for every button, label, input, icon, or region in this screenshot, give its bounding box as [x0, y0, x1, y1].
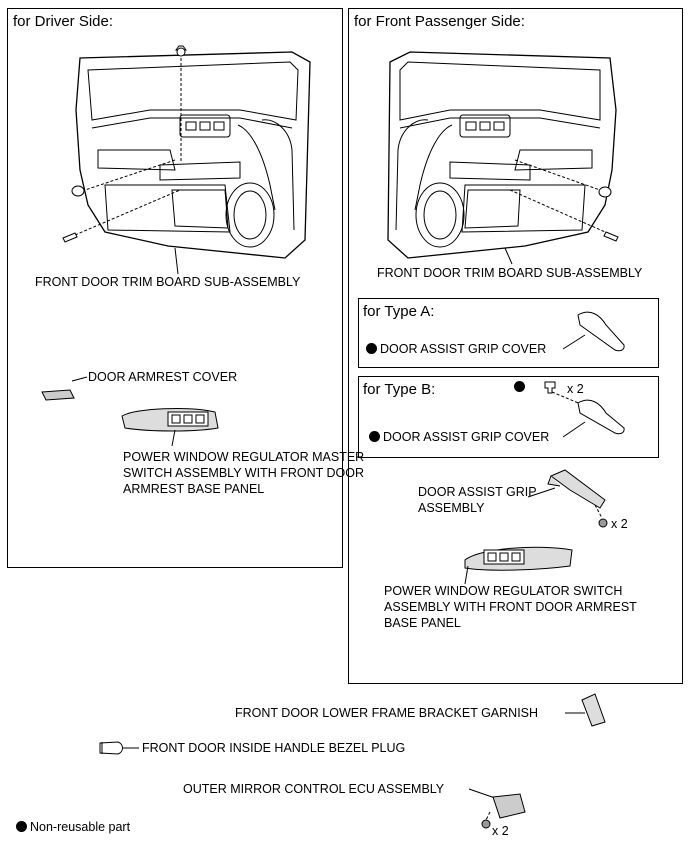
type-b-clip-qty: x 2 — [567, 382, 584, 396]
handle-bezel-plug-label: FRONT DOOR INSIDE HANDLE BEZEL PLUG — [142, 741, 406, 755]
type-a-part-label: DOOR ASSIST GRIP COVER — [366, 342, 546, 357]
legend: Non-reusable part — [16, 820, 130, 835]
type-b-part-label: DOOR ASSIST GRIP COVER — [369, 430, 549, 445]
type-b-header: for Type B: — [363, 381, 436, 398]
assist-grip-label-1: DOOR ASSIST GRIP — [418, 485, 537, 499]
lower-frame-garnish-label: FRONT DOOR LOWER FRAME BRACKET GARNISH — [235, 706, 539, 720]
non-reusable-dot-icon — [16, 821, 27, 832]
passenger-switch-label-1: POWER WINDOW REGULATOR SWITCH — [384, 584, 623, 598]
driver-master-switch — [121, 408, 219, 447]
assist-grip-assembly — [527, 469, 608, 528]
passenger-fasteners — [504, 159, 619, 265]
type-b-grip-cover — [562, 399, 625, 438]
assist-grip-qty: x 2 — [611, 517, 628, 531]
driver-armrest-cover-label: DOOR ARMREST COVER — [88, 370, 238, 384]
driver-master-switch-label-3: ARMREST BASE PANEL — [123, 482, 265, 496]
passenger-switch — [464, 546, 573, 585]
driver-master-switch-label-1: POWER WINDOW REGULATOR MASTER — [123, 450, 365, 464]
type-a-header: for Type A: — [363, 303, 435, 320]
type-a-frame — [358, 298, 659, 368]
type-b-clip-label — [514, 380, 528, 395]
passenger-trim-board-label: FRONT DOOR TRIM BOARD SUB-ASSEMBLY — [377, 266, 643, 280]
non-reusable-dot-icon — [366, 343, 377, 354]
driver-fasteners — [62, 45, 187, 275]
mirror-ecu-label: OUTER MIRROR CONTROL ECU ASSEMBLY — [183, 782, 445, 796]
passenger-switch-label-3: BASE PANEL — [384, 616, 461, 630]
driver-master-switch-label-2: SWITCH ASSEMBLY WITH FRONT DOOR — [123, 466, 364, 480]
driver-door-trim-board — [75, 51, 311, 259]
driver-trim-board-label: FRONT DOOR TRIM BOARD SUB-ASSEMBLY — [35, 275, 301, 289]
mirror-ecu — [468, 788, 526, 829]
handle-bezel-plug — [99, 741, 139, 755]
driver-side-header: for Driver Side: — [13, 13, 114, 30]
non-reusable-dot-icon — [514, 381, 525, 392]
passenger-side-header: for Front Passenger Side: — [354, 13, 525, 30]
passenger-side-frame — [348, 8, 683, 684]
passenger-switch-label-2: ASSEMBLY WITH FRONT DOOR ARMREST — [384, 600, 637, 614]
driver-side-frame — [7, 8, 343, 568]
lower-frame-garnish — [565, 693, 606, 727]
assist-grip-label-2: ASSEMBLY — [418, 501, 485, 515]
mirror-ecu-qty: x 2 — [492, 824, 509, 838]
type-b-frame — [358, 376, 659, 458]
type-a-grip-cover — [562, 311, 625, 352]
non-reusable-dot-icon — [369, 431, 380, 442]
driver-armrest-cover — [41, 376, 88, 401]
passenger-door-trim-board — [387, 51, 617, 259]
